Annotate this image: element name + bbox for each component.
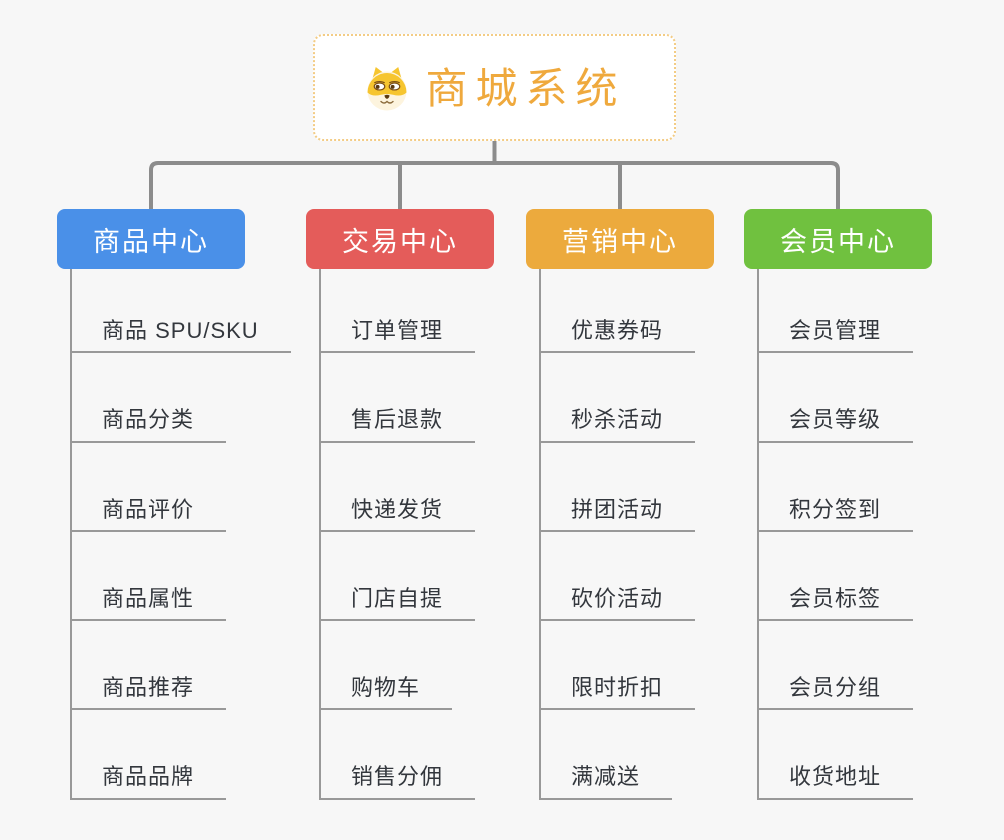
branch-items: 优惠券码 秒杀活动 拼团活动 砍价活动 限时折扣 满减送 bbox=[539, 264, 696, 800]
leaf-label: 销售分佣 bbox=[351, 764, 444, 790]
branch-header[interactable]: 商品中心 bbox=[57, 209, 245, 269]
leaf-node[interactable]: 会员管理 bbox=[757, 264, 914, 354]
leaf-node[interactable]: 满减送 bbox=[539, 710, 673, 800]
leaf-label: 商品 SPU/SKU bbox=[102, 317, 259, 343]
branch-label: 商品中心 bbox=[93, 226, 209, 257]
branch-header[interactable]: 交易中心 bbox=[306, 209, 494, 269]
branch-items: 订单管理 售后退款 快递发货 门店自提 购物车 销售分佣 bbox=[319, 264, 476, 800]
branch-trunk-line bbox=[70, 269, 72, 800]
branch-label: 会员中心 bbox=[780, 226, 896, 257]
leaf-label: 秒杀活动 bbox=[571, 407, 664, 433]
leaf-node[interactable]: 商品属性 bbox=[70, 532, 227, 622]
leaf-label: 会员分组 bbox=[789, 675, 882, 701]
leaf-node[interactable]: 商品品牌 bbox=[70, 710, 227, 800]
branch-trunk-line bbox=[319, 269, 321, 800]
branch-items: 会员管理 会员等级 积分签到 会员标签 会员分组 收货地址 bbox=[757, 264, 914, 800]
shiba-dog-icon bbox=[367, 66, 407, 110]
leaf-node[interactable]: 砍价活动 bbox=[539, 532, 696, 622]
branch-trunk-line bbox=[539, 269, 541, 800]
leaf-node[interactable]: 限时折扣 bbox=[539, 621, 696, 711]
leaf-node[interactable]: 拼团活动 bbox=[539, 443, 696, 532]
branch-label: 营销中心 bbox=[562, 226, 678, 257]
leaf-label: 门店自提 bbox=[351, 585, 444, 611]
leaf-label: 收货地址 bbox=[789, 764, 882, 790]
leaf-label: 会员标签 bbox=[789, 585, 882, 611]
leaf-label: 购物车 bbox=[351, 675, 421, 701]
root-node[interactable]: 商城系统 bbox=[313, 34, 676, 141]
leaf-label: 会员管理 bbox=[789, 317, 882, 343]
leaf-label: 会员等级 bbox=[789, 407, 882, 433]
leaf-node[interactable]: 收货地址 bbox=[757, 710, 914, 800]
leaf-node[interactable]: 订单管理 bbox=[319, 264, 476, 354]
leaf-node[interactable]: 秒杀活动 bbox=[539, 353, 696, 443]
leaf-node[interactable]: 销售分佣 bbox=[319, 710, 476, 800]
leaf-node[interactable]: 商品 SPU/SKU bbox=[70, 264, 291, 354]
leaf-node[interactable]: 商品推荐 bbox=[70, 621, 227, 711]
branch-header[interactable]: 会员中心 bbox=[744, 209, 932, 269]
leaf-label: 积分签到 bbox=[789, 496, 882, 522]
leaf-label: 商品分类 bbox=[102, 407, 195, 433]
root-title: 商城系统 bbox=[425, 64, 626, 112]
leaf-label: 商品推荐 bbox=[102, 675, 195, 701]
branch-header[interactable]: 营销中心 bbox=[526, 209, 714, 269]
leaf-node[interactable]: 售后退款 bbox=[319, 353, 476, 443]
leaf-label: 商品属性 bbox=[102, 585, 195, 611]
leaf-node[interactable]: 商品分类 bbox=[70, 353, 227, 443]
leaf-node[interactable]: 优惠券码 bbox=[539, 264, 696, 354]
leaf-label: 售后退款 bbox=[351, 407, 444, 433]
leaf-node[interactable]: 会员分组 bbox=[757, 621, 914, 711]
leaf-node[interactable]: 门店自提 bbox=[319, 532, 476, 622]
leaf-label: 优惠券码 bbox=[571, 317, 664, 343]
branch-items: 商品 SPU/SKU 商品分类 商品评价 商品属性 商品推荐 商品品牌 bbox=[70, 264, 291, 800]
leaf-label: 商品评价 bbox=[102, 496, 195, 522]
branch-label: 交易中心 bbox=[342, 226, 458, 257]
branch-trunk-line bbox=[757, 269, 759, 800]
leaf-label: 砍价活动 bbox=[571, 585, 664, 611]
leaf-node[interactable]: 会员等级 bbox=[757, 353, 914, 443]
leaf-node[interactable]: 购物车 bbox=[319, 621, 453, 711]
leaf-node[interactable]: 积分签到 bbox=[757, 443, 914, 532]
leaf-label: 限时折扣 bbox=[571, 675, 664, 701]
leaf-node[interactable]: 商品评价 bbox=[70, 443, 227, 532]
leaf-label: 满减送 bbox=[571, 764, 641, 790]
leaf-label: 订单管理 bbox=[351, 317, 444, 343]
leaf-node[interactable]: 会员标签 bbox=[757, 532, 914, 622]
leaf-label: 商品品牌 bbox=[102, 764, 195, 790]
leaf-label: 快递发货 bbox=[351, 496, 444, 522]
leaf-label: 拼团活动 bbox=[571, 496, 664, 522]
leaf-node[interactable]: 快递发货 bbox=[319, 443, 476, 532]
